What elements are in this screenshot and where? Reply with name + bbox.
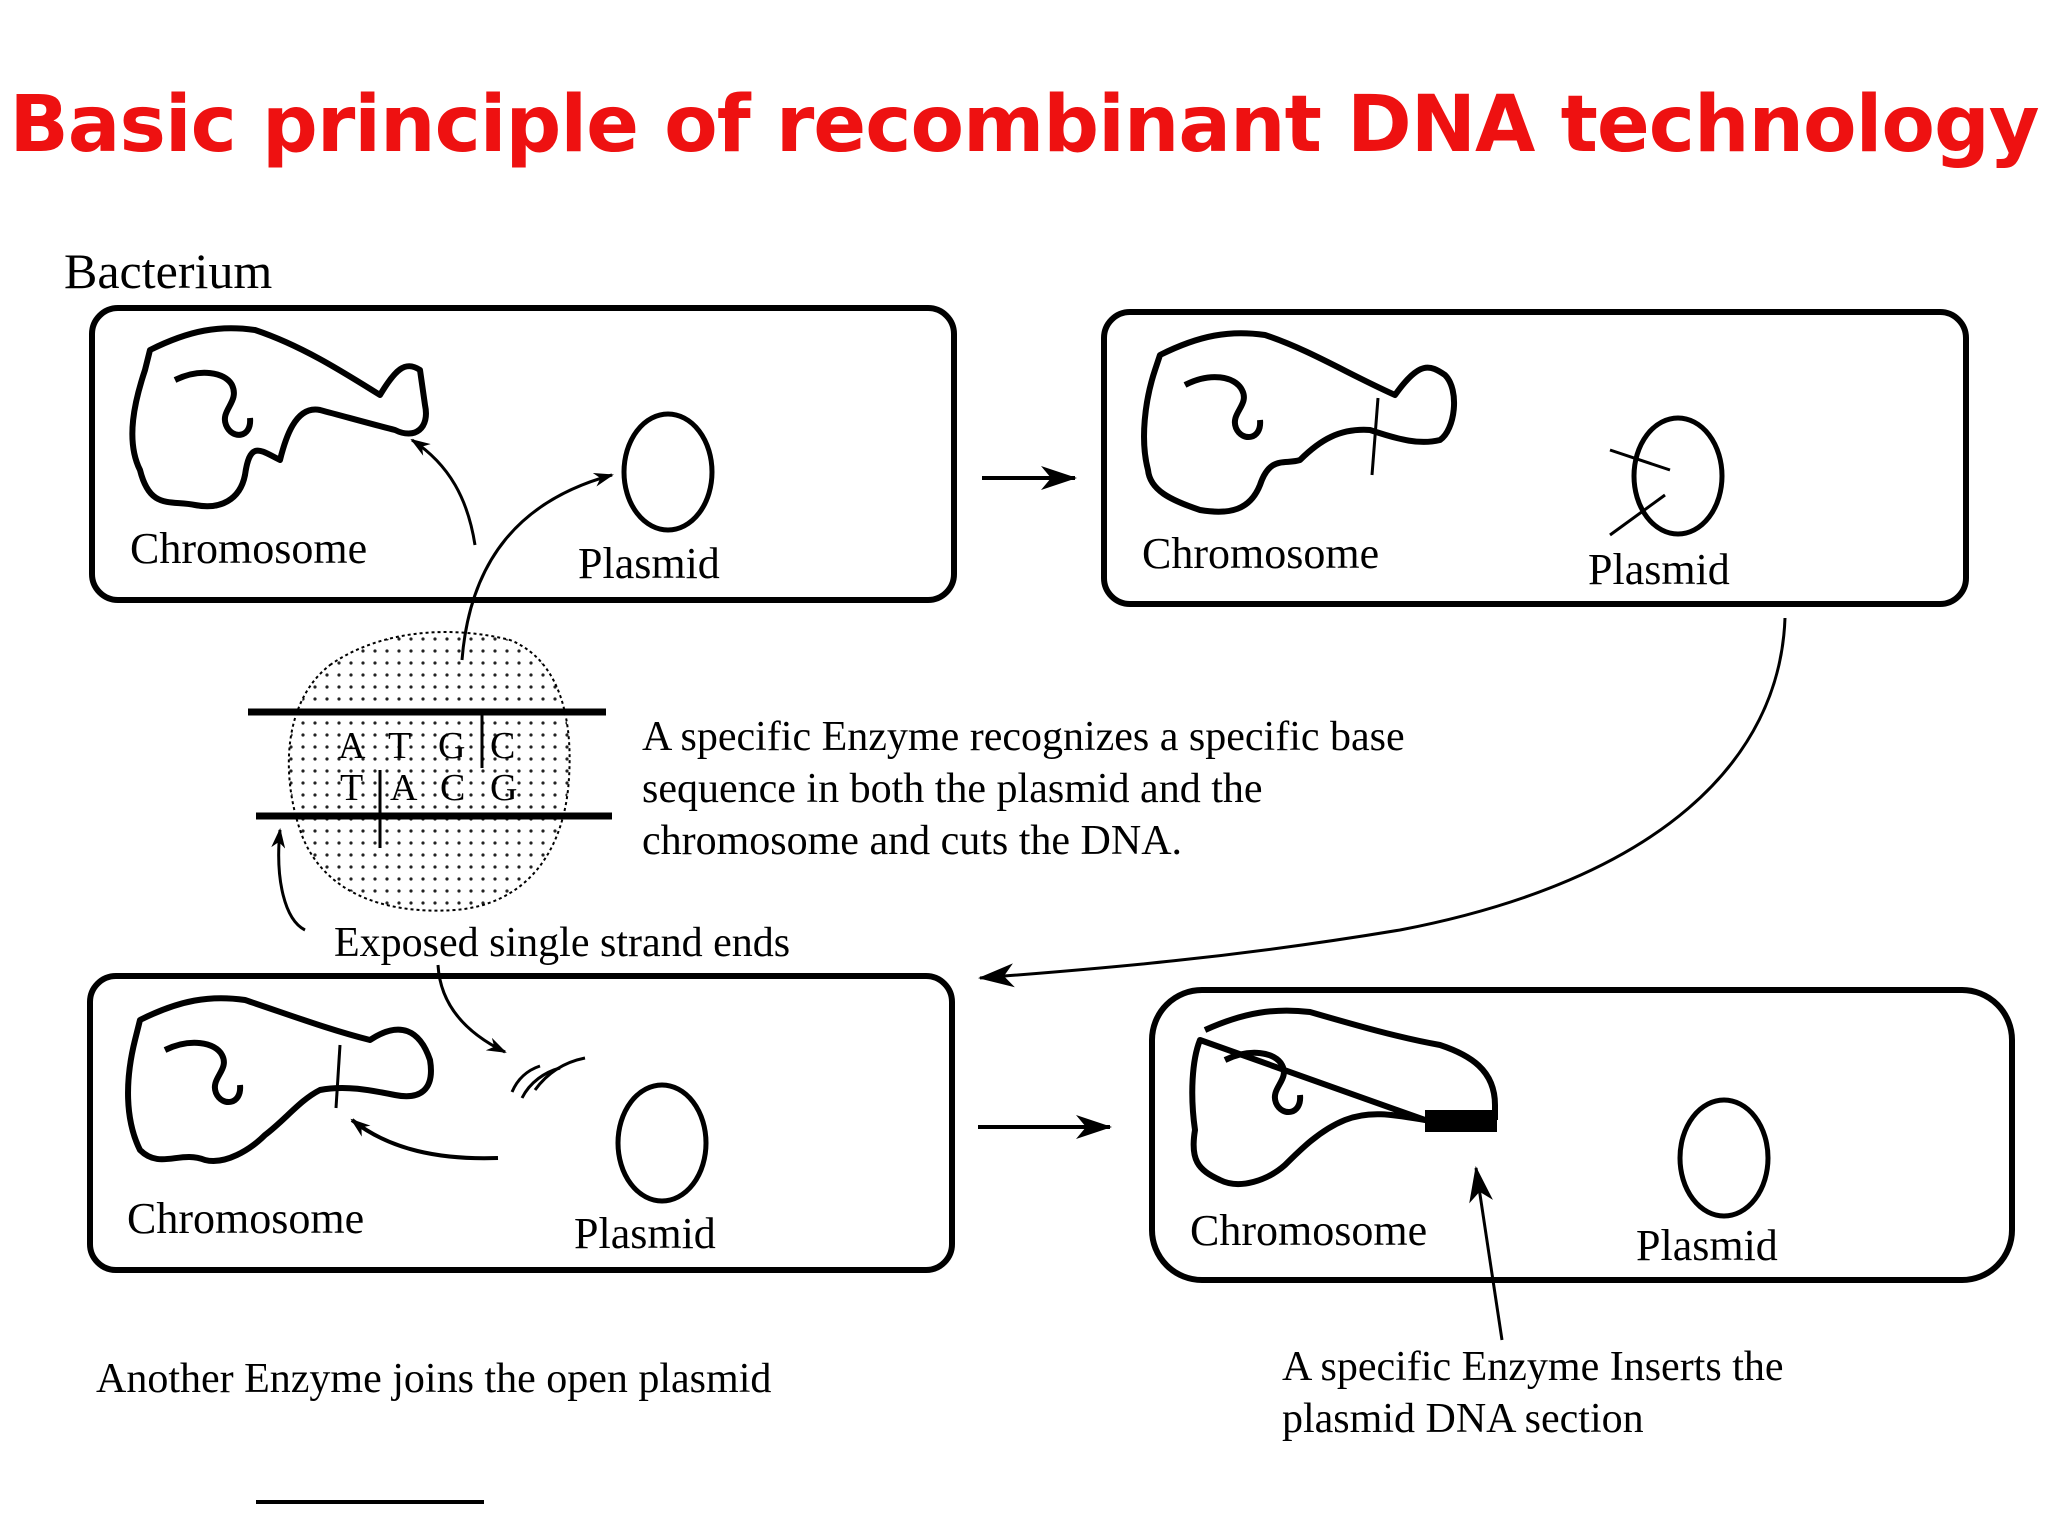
bacterium-label: Bacterium — [64, 243, 272, 299]
chromosome-shape-3 — [125, 995, 434, 1164]
plasmid-circle-4 — [1677, 1097, 1771, 1219]
chromosome-shape-4 — [1189, 1007, 1498, 1187]
chromosome-label-3: Chromosome — [127, 1194, 364, 1243]
dna-fragment-end-c — [533, 1056, 586, 1091]
arrow-to-fragment — [436, 964, 507, 1054]
plasmid-label-4: Plasmid — [1636, 1221, 1778, 1270]
dna-fragment-end-a — [510, 1064, 541, 1093]
join-caption: Another Enzyme joins the open plasmid — [96, 1356, 771, 1402]
plasmid-label-1: Plasmid — [578, 539, 720, 588]
chromosome-label-4: Chromosome — [1190, 1206, 1427, 1255]
cell-boundary-2 — [1101, 309, 1969, 607]
enzyme-shape — [287, 631, 571, 912]
cut-mark-plasmid-2b — [1609, 493, 1666, 537]
inserted-dna-segment — [1425, 1110, 1497, 1132]
chromosome-label-2: Chromosome — [1142, 529, 1379, 578]
chromosome-label-1: Chromosome — [130, 524, 367, 573]
insert-caption: A specific Enzyme Inserts the plasmid DN… — [1282, 1344, 1794, 1442]
chromosome-shape-2 — [1141, 330, 1458, 515]
plasmid-circle-3 — [615, 1082, 709, 1204]
chromosome-shape-1 — [129, 325, 429, 510]
panel-4: Chromosome Plasmid — [1149, 987, 2015, 1283]
cell-boundary-4 — [1149, 987, 2015, 1283]
plasmid-label-2: Plasmid — [1588, 545, 1730, 594]
exposed-ends-caption: Exposed single strand ends — [334, 920, 790, 966]
cut-mark-chromosome-2 — [1370, 397, 1380, 476]
dna-base: C — [440, 767, 465, 809]
panel-1: Chromosome Plasmid — [89, 305, 957, 603]
plasmid-circle-1 — [621, 411, 715, 533]
page-title: Basic principle of recombinant DNA techn… — [9, 80, 2039, 170]
enzyme-blob: A T G C T A C G — [248, 631, 612, 912]
dna-base: A — [338, 725, 366, 767]
enzyme-cut-caption: A specific Enzyme recognizes a specific … — [642, 714, 1415, 864]
arrow-to-chromosome — [410, 438, 477, 546]
plasmid-circle-2 — [1631, 415, 1725, 537]
dna-base: G — [490, 767, 517, 809]
cell-boundary-3 — [87, 973, 955, 1273]
cut-mark-chromosome-3 — [334, 1044, 342, 1109]
dna-base: C — [490, 725, 515, 767]
dna-base: A — [390, 767, 418, 809]
dna-bottom-bases: T A C G — [340, 767, 517, 809]
cell-boundary-1 — [89, 305, 957, 603]
dna-base: T — [340, 767, 363, 809]
arrow-to-strand-ends — [271, 828, 306, 932]
dna-base: T — [388, 725, 411, 767]
panel-2: Chromosome Plasmid — [1101, 309, 1969, 607]
arrow-to-plasmid — [460, 472, 614, 661]
cut-mark-plasmid-2a — [1609, 448, 1671, 472]
insert-fragment-arrow — [350, 1118, 499, 1161]
arrow-to-inserted-segment — [1469, 1166, 1504, 1341]
dna-base: G — [438, 725, 465, 767]
arrow-panel2-to-panel3 — [978, 617, 1787, 988]
panel-3: Chromosome Plasmid — [87, 973, 955, 1273]
dna-top-bases: A T G C — [338, 725, 515, 767]
plasmid-label-3: Plasmid — [574, 1209, 716, 1258]
